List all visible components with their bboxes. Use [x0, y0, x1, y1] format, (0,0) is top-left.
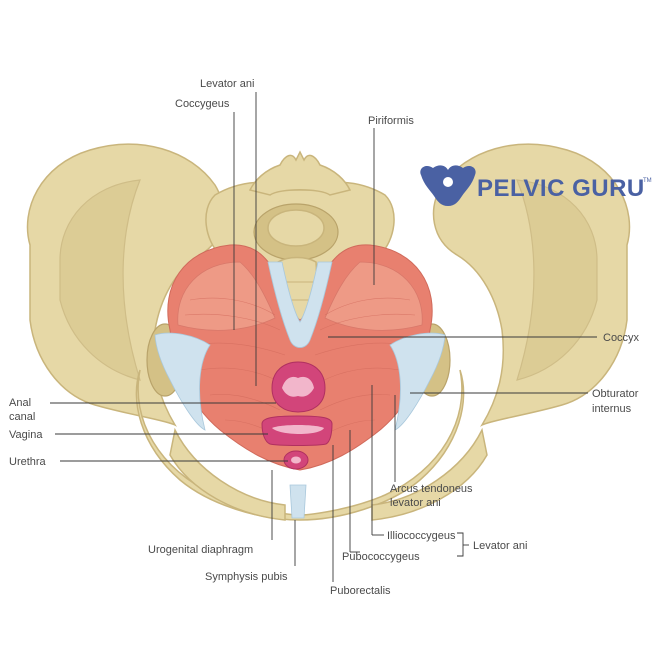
label-anal-line1: Anal	[9, 397, 31, 409]
vagina-lumen	[272, 425, 324, 434]
left-wing-shade	[59, 179, 141, 381]
pelvis-bone	[26, 143, 631, 521]
pelvic-guru-logo: PELVIC GURU TM	[420, 165, 652, 206]
coccygeus-right	[324, 261, 423, 331]
pelvic-openings	[261, 361, 333, 470]
anal-canal-lumen	[282, 376, 314, 397]
label-anal-line2: canal	[9, 411, 35, 423]
label-coccyx: Coccyx	[603, 332, 640, 344]
anococcygeal-ligament	[267, 261, 333, 348]
label-levator-ani-top: Levator ani	[200, 78, 254, 90]
label-urethra: Urethra	[9, 456, 47, 468]
fascia	[154, 261, 446, 519]
label-urogenital-diaphragm: Urogenital diaphragm	[148, 544, 253, 556]
leader-lines	[50, 92, 597, 582]
label-coccygeus: Coccygeus	[175, 98, 230, 110]
logo-name: PELVIC GURU	[477, 175, 645, 202]
urethra-lumen	[291, 456, 301, 464]
label-illiococcygeus: Illiococcygeus	[387, 530, 456, 542]
label-symphysis-pubis: Symphysis pubis	[205, 571, 288, 583]
label-puborectalis: Puborectalis	[330, 585, 391, 597]
pubic-arch	[169, 427, 286, 521]
label-arcus-line1: Arcus tendoneus	[390, 483, 473, 495]
label-obturator-line2: internus	[592, 403, 632, 415]
vertebral-canal	[267, 209, 325, 247]
label-obturator-line1: Obturator	[592, 388, 639, 400]
label-vagina: Vagina	[9, 429, 43, 441]
logo-tm: TM	[643, 178, 652, 184]
label-pubococcygeus: Pubococcygeus	[342, 551, 420, 563]
right-wing-shade	[516, 179, 598, 381]
coccygeus-left	[177, 261, 276, 331]
perineal-body	[289, 484, 307, 519]
vertebra	[248, 150, 352, 196]
label-piriformis: Piriformis	[368, 115, 414, 127]
label-levator-ani-group: Levator ani	[473, 540, 527, 552]
left-arcus	[154, 332, 211, 431]
label-arcus-line2: levator ani	[390, 497, 441, 509]
labels: Levator ani Coccygeus Piriformis Coccyx …	[9, 78, 640, 597]
